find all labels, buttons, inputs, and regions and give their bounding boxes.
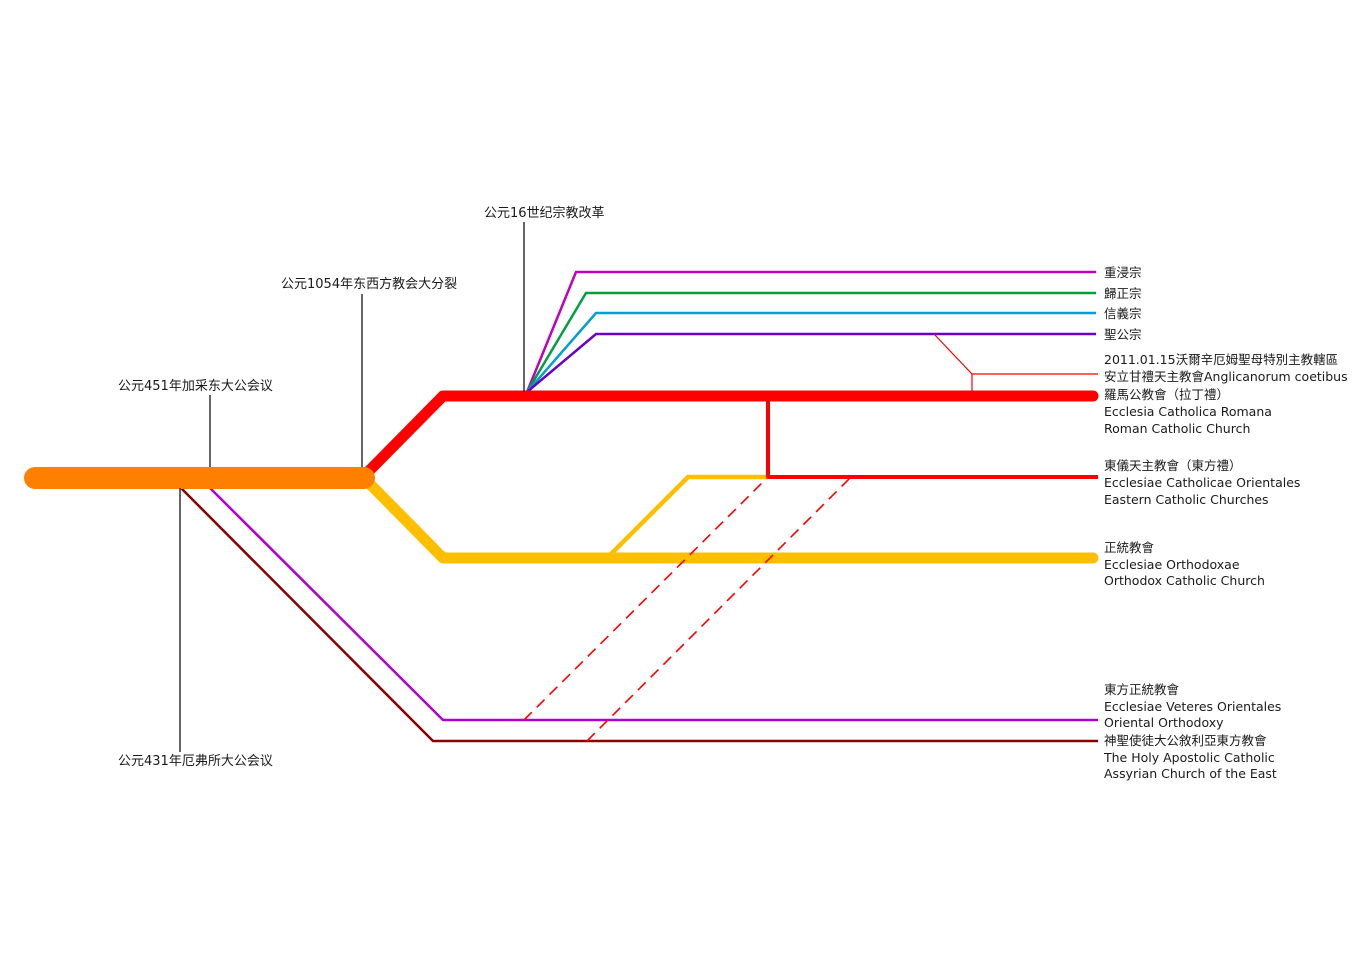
ordinariate-label-line2: 安立甘禮天主教會Anglicanorum coetibus xyxy=(1104,369,1348,384)
great-schism-label: 公元1054年东西方教会大分裂 xyxy=(281,276,457,292)
oriental-orthodoxy-label-en: Oriental Orthodoxy xyxy=(1104,715,1224,730)
anglican-line xyxy=(526,332,1096,393)
roman-catholic-label-zh: 羅馬公教會（拉丁禮） xyxy=(1104,387,1229,402)
assyrian-union-dashed-line xyxy=(586,476,852,742)
assyrian-line xyxy=(180,487,1098,743)
lutheran-label: 信義宗 xyxy=(1104,306,1142,321)
assyrian-label-zh: 神聖使徒大公敘利亞東方教會 xyxy=(1104,733,1267,748)
reformed-line xyxy=(525,291,1096,393)
eastern-catholic-label-la: Ecclesiae Catholicae Orientales xyxy=(1104,475,1300,490)
assyrian-label-en2: Assyrian Church of the East xyxy=(1104,766,1277,781)
ordinariate-label-line1: 2011.01.15沃爾辛厄姆聖母特別主教轄區 xyxy=(1104,352,1338,367)
orthodox-label-en: Orthodox Catholic Church xyxy=(1104,573,1265,588)
chalcedon-label: 公元451年加采东大公会议 xyxy=(118,379,273,394)
orthodox-label-zh: 正統教會 xyxy=(1104,540,1155,555)
reformation-label: 公元16世纪宗教改革 xyxy=(484,205,605,221)
oriental-orthodoxy-label-zh: 東方正統教會 xyxy=(1104,682,1180,697)
anabaptist-label: 重浸宗 xyxy=(1104,265,1142,280)
oriental-orthodoxy-line xyxy=(209,487,1098,722)
assyrian-label-en1: The Holy Apostolic Catholic xyxy=(1103,750,1275,765)
ephesus-label: 公元431年厄弗所大公会议 xyxy=(118,754,273,769)
oriental-union-dashed-line xyxy=(523,476,769,721)
reformed-label: 歸正宗 xyxy=(1104,286,1142,301)
roman-catholic-line xyxy=(358,390,1099,482)
roman-catholic-label-la: Ecclesia Catholica Romana xyxy=(1104,404,1272,419)
orthodox-line xyxy=(358,472,1099,564)
oriental-orthodoxy-label-la: Ecclesiae Veteres Orientales xyxy=(1104,699,1281,714)
orthodox-label-la: Ecclesiae Orthodoxae xyxy=(1104,557,1240,572)
ordinariate-bracket xyxy=(933,333,1098,375)
roman-catholic-label-en: Roman Catholic Church xyxy=(1104,421,1250,436)
eastern-catholic-label-en: Eastern Catholic Churches xyxy=(1104,492,1269,507)
eastern-catholic-label-zh: 東儀天主教會（東方禮） xyxy=(1104,458,1242,473)
anglican-label: 聖公宗 xyxy=(1104,327,1142,342)
anabaptist-line xyxy=(525,270,1096,393)
lutheran-line xyxy=(526,311,1096,393)
eastern-catholic-orthodox-union-line xyxy=(607,474,768,558)
